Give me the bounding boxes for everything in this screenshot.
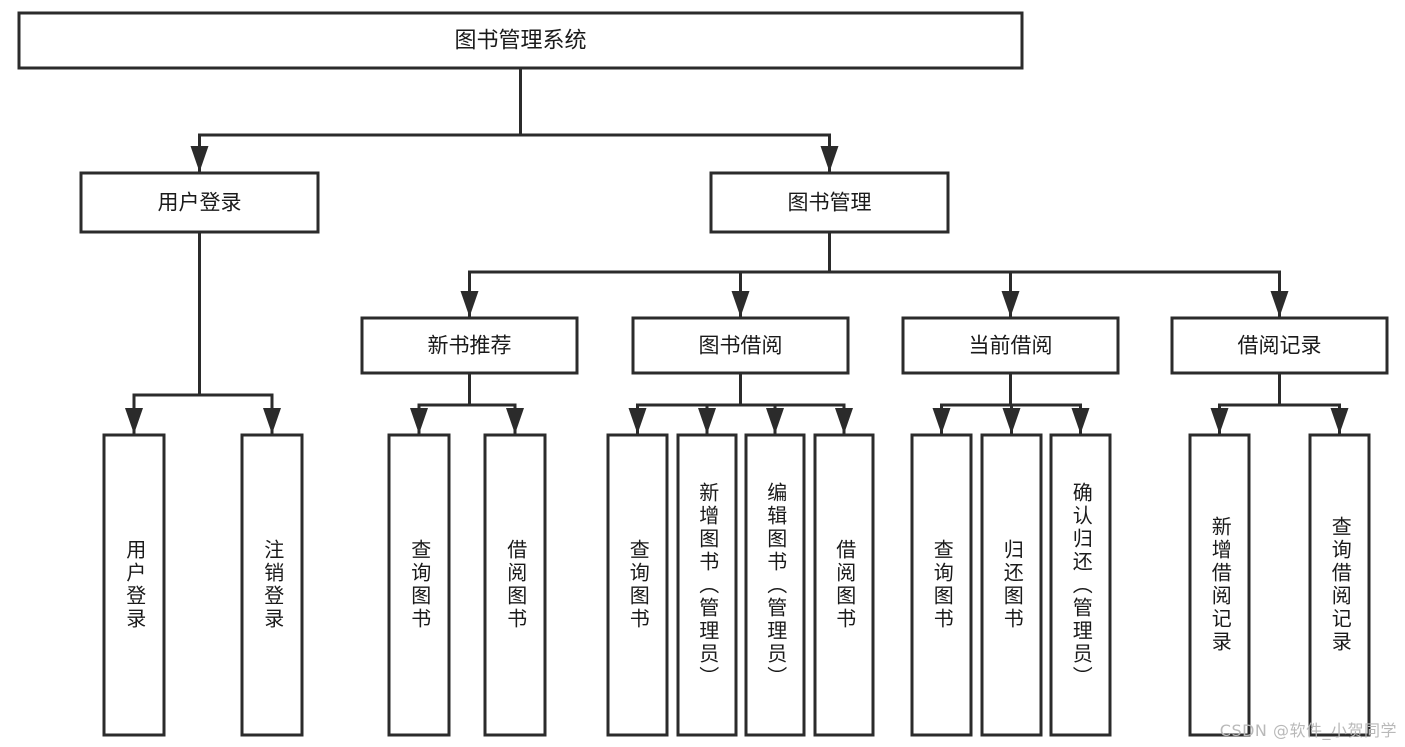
arrow-head [628,408,647,434]
arrow-head [698,408,716,434]
watermark-text: CSDN @软件_小贺同学 [1219,721,1397,740]
node-box-leaf-logout[interactable] [240,433,304,737]
node-box-leaf-add-record[interactable] [1188,433,1251,737]
node-box-leaf-add-book[interactable] [676,433,738,737]
arrow-head [835,408,853,434]
node-label-new-book-rec: 新书推荐 [428,334,512,358]
arrow-head [263,408,281,434]
node-box-leaf-query-book-1[interactable] [387,433,451,737]
node-box-leaf-borrow-book-1[interactable] [483,433,547,737]
node-box-leaf-user-login[interactable] [102,433,166,737]
arrow-head [460,291,479,317]
arrow-head [1330,408,1349,434]
arrow-head [932,408,951,434]
arrow-head [820,146,839,172]
node-box-book-manage[interactable] [709,171,950,234]
node-box-book-borrow[interactable] [631,316,850,375]
node-label-current-borrow: 当前借阅 [969,334,1053,358]
node-box-current-borrow[interactable] [901,316,1120,375]
arrow-head [410,408,428,434]
node-label-root: 图书管理系统 [454,29,586,54]
node-box-new-book-rec[interactable] [360,316,579,375]
node-box-leaf-edit-book[interactable] [744,433,806,737]
arrow-head [1071,408,1090,434]
arrow-head [1002,408,1021,434]
arrow-head [190,146,209,172]
node-box-leaf-query-record[interactable] [1308,433,1371,737]
arrow-head [506,408,524,434]
node-label-user-login: 用户登录 [158,191,242,215]
node-box-leaf-query-book-2[interactable] [606,433,669,737]
arrow-head [766,408,784,434]
node-label-book-manage: 图书管理 [788,191,872,215]
arrow-head [731,291,750,317]
node-box-leaf-confirm-return[interactable] [1049,433,1112,737]
connector-layer [125,66,1349,435]
node-box-user-login[interactable] [79,171,320,234]
arrow-head [1001,291,1020,317]
node-label-book-borrow: 图书借阅 [699,334,783,358]
node-box-leaf-borrow-book-2[interactable] [813,433,875,737]
node-box-root[interactable] [17,11,1024,70]
arrow-head [125,408,143,434]
node-box-borrow-record[interactable] [1170,316,1389,375]
arrow-head [1210,408,1229,434]
node-label-borrow-record: 借阅记录 [1238,334,1322,358]
box-layer [17,11,1389,737]
node-box-leaf-query-book-3[interactable] [910,433,973,737]
node-box-leaf-return-book[interactable] [980,433,1043,737]
arrow-head [1270,291,1289,317]
